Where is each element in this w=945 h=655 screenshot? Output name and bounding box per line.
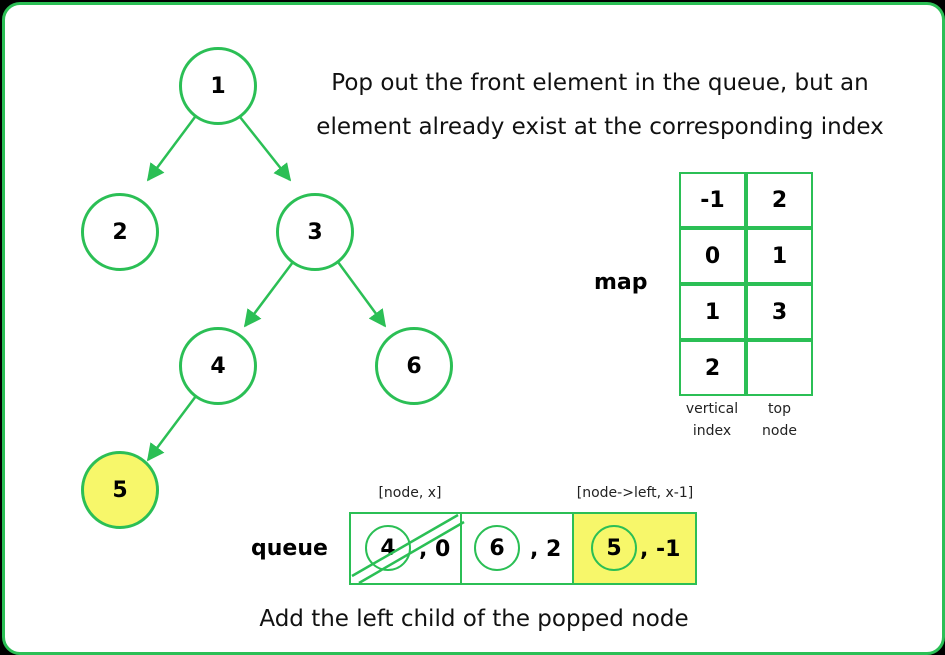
queue-x-value: , 2 bbox=[530, 537, 562, 562]
tree-node-1: 1 bbox=[179, 47, 257, 125]
map-index-cell: 1 bbox=[679, 284, 746, 340]
queue-header-right: [node->left, x-1] bbox=[576, 485, 694, 501]
map-node-cell: 1 bbox=[746, 228, 813, 284]
edge-3-4 bbox=[243, 261, 294, 328]
map-col-label-node-line1: top bbox=[768, 401, 791, 417]
strike-line bbox=[351, 513, 459, 578]
edge-1-3 bbox=[239, 116, 292, 182]
queue-node-circle: 5 bbox=[591, 525, 637, 571]
map-node-cell bbox=[746, 340, 813, 396]
edge-3-6 bbox=[336, 261, 387, 328]
queue-x-value: , -1 bbox=[640, 537, 681, 562]
queue-x-value: , 0 bbox=[419, 537, 451, 562]
map-col-label-index-line1: vertical bbox=[685, 401, 739, 417]
caption-top-line1: Pop out the front element in the queue, … bbox=[331, 70, 869, 96]
queue-header-left: [node, x] bbox=[378, 485, 442, 501]
queue-node-circle: 6 bbox=[474, 525, 520, 571]
map-label: map bbox=[594, 270, 648, 295]
map-col-label-index: vertical index bbox=[670, 401, 754, 439]
queue-label: queue bbox=[251, 536, 328, 561]
map-index-cell: 2 bbox=[679, 340, 746, 396]
caption-top-line2: element already exist at the correspondi… bbox=[316, 114, 884, 140]
caption-bottom: Add the left child of the popped node bbox=[259, 606, 689, 632]
tree-node-3: 3 bbox=[276, 193, 354, 271]
edge-4-5 bbox=[146, 395, 197, 462]
tree-node-2: 2 bbox=[81, 193, 159, 271]
map-col-label-index-line2: index bbox=[692, 423, 732, 439]
map-node-cell: 3 bbox=[746, 284, 813, 340]
tree-node-6: 6 bbox=[375, 327, 453, 405]
strike-line bbox=[358, 520, 465, 585]
tree-node-5: 5 bbox=[81, 451, 159, 529]
map-col-label-node-line2: node bbox=[762, 423, 797, 439]
map-node-cell: 2 bbox=[746, 172, 813, 228]
map-col-label-node: top node bbox=[746, 401, 813, 439]
edge-1-2 bbox=[146, 116, 197, 182]
queue-cell: 6 , 2 bbox=[460, 512, 574, 585]
map-index-cell: -1 bbox=[679, 172, 746, 228]
tree-node-4: 4 bbox=[179, 327, 257, 405]
map-index-cell: 0 bbox=[679, 228, 746, 284]
queue-cell: 5 , -1 bbox=[572, 512, 697, 585]
